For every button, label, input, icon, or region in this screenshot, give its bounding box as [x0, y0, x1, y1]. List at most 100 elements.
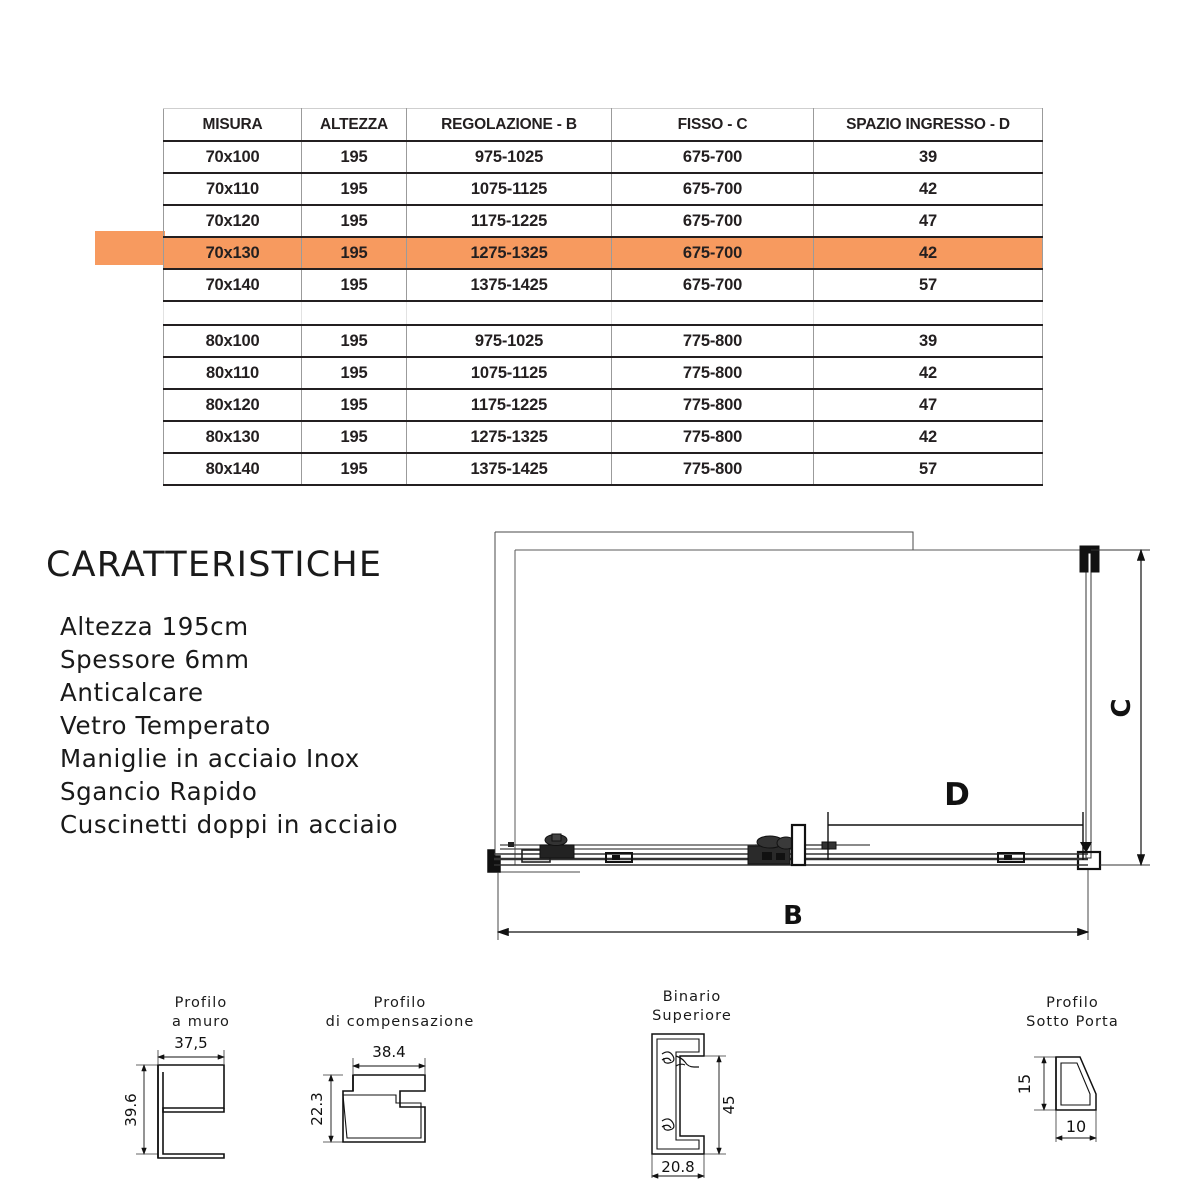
- cell-spazio: 42: [813, 172, 1043, 206]
- profile-caption-line2: Superiore: [652, 1008, 732, 1024]
- cell-misura: 70x100: [163, 140, 302, 174]
- profile-caption-line2: Sotto Porta: [1026, 1014, 1119, 1030]
- table-row[interactable]: 80x120 195 1175-1225 775-800 47: [163, 388, 1043, 422]
- cell-regolazione: 1175-1225: [406, 204, 612, 238]
- cell-regolazione: 1275-1325: [406, 420, 612, 454]
- table-row[interactable]: 80x100 195 975-1025 775-800 39: [163, 324, 1043, 358]
- cell-fisso: 675-700: [611, 268, 814, 302]
- cell-misura: 80x120: [163, 388, 302, 422]
- cell-spazio: 42: [813, 356, 1043, 390]
- highlighted-row-marker: [95, 231, 165, 265]
- cell-altezza: 195: [301, 356, 407, 390]
- cell-fisso: 675-700: [611, 172, 814, 206]
- cell-regolazione: 1175-1225: [406, 388, 612, 422]
- table-row[interactable]: 70x120 195 1175-1225 675-700 47: [163, 204, 1043, 238]
- specification-table: MISURA ALTEZZA REGOLAZIONE - B FISSO - C…: [163, 108, 1043, 486]
- door-stopper-right: [997, 852, 1025, 863]
- profile-height-label: 22.3: [308, 1092, 326, 1125]
- cell-fisso: 775-800: [611, 420, 814, 454]
- cell-altezza: 195: [301, 204, 407, 238]
- cell-fisso: 775-800: [611, 356, 814, 390]
- cell-fisso: 775-800: [611, 452, 814, 486]
- dimension-b: B: [496, 870, 1090, 940]
- cell-fisso: 775-800: [611, 324, 814, 358]
- fixed-glass-panel: [1076, 545, 1102, 871]
- cell-misura: 80x140: [163, 452, 302, 486]
- table-header: MISURA ALTEZZA REGOLAZIONE - B FISSO - C…: [163, 108, 1043, 142]
- column-header-fisso: FISSO - C: [611, 108, 814, 142]
- sliding-door-rail-assembly: [487, 823, 1088, 873]
- cell-fisso: 675-700: [611, 236, 814, 270]
- cell-misura: 70x110: [163, 172, 302, 206]
- handle-carriage-center: [747, 823, 837, 867]
- profile-height-label: 39.6: [122, 1093, 140, 1126]
- plan-svg: D C B: [487, 531, 1150, 940]
- cell-regolazione: 975-1025: [406, 324, 612, 358]
- features-title: CARATTERISTICHE: [46, 545, 383, 585]
- profile-caption-line1: Profilo: [373, 995, 427, 1011]
- cell-regolazione: 1375-1425: [406, 268, 612, 302]
- cell-regolazione: 975-1025: [406, 140, 612, 174]
- cell-misura: 70x140: [163, 268, 302, 302]
- table-row-highlighted[interactable]: 70x130 195 1275-1325 675-700 42: [163, 236, 1043, 270]
- table-row[interactable]: 80x130 195 1275-1325 775-800 42: [163, 420, 1043, 454]
- cell-regolazione: 1375-1425: [406, 452, 612, 486]
- profile-height-label: 45: [720, 1095, 738, 1114]
- door-stopper-mid: [605, 852, 633, 863]
- cell-altezza: 195: [301, 140, 407, 174]
- profile-width-label: 37,5: [174, 1034, 207, 1052]
- cell-misura: 80x110: [163, 356, 302, 390]
- profile-width-label: 20.8: [661, 1158, 694, 1176]
- table-row[interactable]: 70x100 195 975-1025 675-700 39: [163, 140, 1043, 174]
- profile-caption-line1: Profilo: [1046, 995, 1099, 1011]
- feature-item: Spessore 6mm: [60, 645, 250, 674]
- profile-a-muro-svg: 37,5 39.6: [122, 1034, 225, 1159]
- cell-altezza: 195: [301, 420, 407, 454]
- column-header-regolazione: REGOLAZIONE - B: [406, 108, 612, 142]
- table-body: 70x100 195 975-1025 675-700 39 70x110 19…: [163, 140, 1043, 486]
- table-row[interactable]: 80x110 195 1075-1125 775-800 42: [163, 356, 1043, 390]
- profile-figure-sotto-porta: Profilo Sotto Porta 15 10: [965, 994, 1180, 1162]
- feature-item: Sgancio Rapido: [60, 777, 258, 806]
- table-row[interactable]: 70x110 195 1075-1125 675-700 42: [163, 172, 1043, 206]
- table-group-separator: [163, 301, 1043, 325]
- cell-misura: 70x130: [163, 236, 302, 270]
- cell-spazio: 39: [813, 140, 1043, 174]
- cell-spazio: 47: [813, 388, 1043, 422]
- cell-regolazione: 1075-1125: [406, 172, 612, 206]
- profile-height-label: 15: [1015, 1074, 1034, 1094]
- enclosure-outline: [514, 549, 1090, 865]
- cell-spazio: 39: [813, 324, 1043, 358]
- column-header-misura: MISURA: [163, 108, 302, 142]
- profile-width-label: 10: [1065, 1117, 1085, 1136]
- profile-sotto-porta-svg: 15 10: [1015, 1056, 1097, 1142]
- profile-binario-svg: 45 20.8: [651, 1033, 738, 1179]
- features-list: Altezza 195cm Spessore 6mm Anticalcare V…: [60, 610, 516, 841]
- cell-spazio: 57: [813, 268, 1043, 302]
- cell-spazio: 42: [813, 420, 1043, 454]
- profile-caption-line2: di compensazione: [325, 1014, 475, 1030]
- cell-regolazione: 1275-1325: [406, 236, 612, 270]
- dimension-d: D: [827, 777, 1084, 860]
- cell-regolazione: 1075-1125: [406, 356, 612, 390]
- cell-altezza: 195: [301, 236, 407, 270]
- cell-misura: 80x100: [163, 324, 302, 358]
- table-row[interactable]: 80x140 195 1375-1425 775-800 57: [163, 452, 1043, 486]
- cell-fisso: 775-800: [611, 388, 814, 422]
- cell-altezza: 195: [301, 172, 407, 206]
- feature-item: Altezza 195cm: [60, 612, 249, 641]
- profile-figure-compensazione: Profilo di compensazione 38.4 22.3: [285, 994, 515, 1160]
- feature-item: Maniglie in acciaio Inox: [60, 744, 360, 773]
- profile-figure-a-muro: Profilo a muro 37,5 39.6: [96, 994, 306, 1167]
- cell-spazio: 47: [813, 204, 1043, 238]
- roller-bearing-left: [508, 833, 575, 863]
- dimension-c: C: [1091, 548, 1150, 867]
- cell-altezza: 195: [301, 268, 407, 302]
- column-header-spazio-ingresso: SPAZIO INGRESSO - D: [813, 108, 1043, 142]
- table-header-row: MISURA ALTEZZA REGOLAZIONE - B FISSO - C…: [163, 108, 1043, 142]
- cell-misura: 80x130: [163, 420, 302, 454]
- cell-misura: 70x120: [163, 204, 302, 238]
- dimension-b-label: B: [783, 901, 803, 931]
- table-row[interactable]: 70x140 195 1375-1425 675-700 57: [163, 268, 1043, 302]
- cell-altezza: 195: [301, 452, 407, 486]
